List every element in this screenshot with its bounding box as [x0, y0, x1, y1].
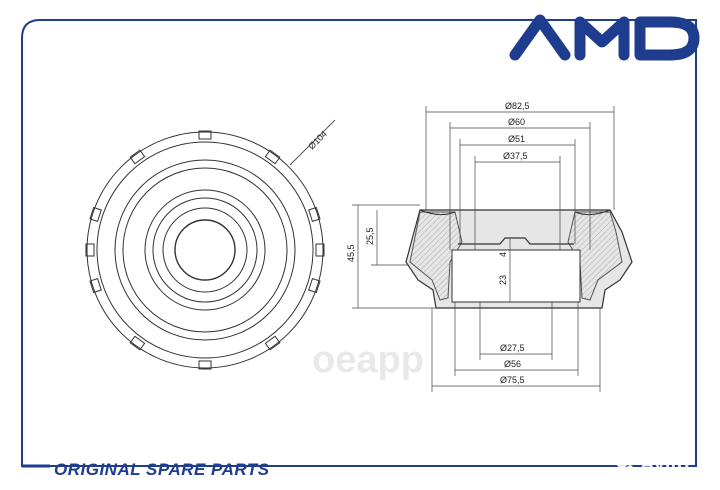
label-inner-step: 4: [498, 252, 508, 257]
label-bottom-75: Ø75,5: [500, 375, 525, 385]
label-inner-height: 23: [498, 275, 508, 285]
section-view: [405, 209, 633, 309]
oeapp-watermark: оеарр: [312, 339, 424, 381]
footer-slogan: ORIGINAL SPARE PARTS: [54, 460, 270, 479]
label-height-total: 45,5: [346, 244, 356, 262]
footer: ORIGINAL SPARE PARTS: [22, 460, 696, 479]
label-bottom-56: Ø56: [504, 359, 521, 369]
label-outer-diameter: Ø104: [306, 129, 329, 152]
label-top-outer: Ø82,5: [505, 101, 530, 111]
label-bottom-27: Ø27,5: [500, 343, 525, 353]
amd-logo: [509, 14, 700, 61]
top-view: [85, 119, 336, 370]
avito-text: Avito: [640, 453, 689, 475]
avito-watermark: Avito: [616, 452, 689, 475]
label-top-60: Ø60: [508, 117, 525, 127]
dimension-lines: [352, 106, 615, 392]
label-top-51: Ø51: [508, 134, 525, 144]
label-top-37: Ø37,5: [503, 151, 528, 161]
label-height-upper: 25,5: [365, 227, 375, 245]
